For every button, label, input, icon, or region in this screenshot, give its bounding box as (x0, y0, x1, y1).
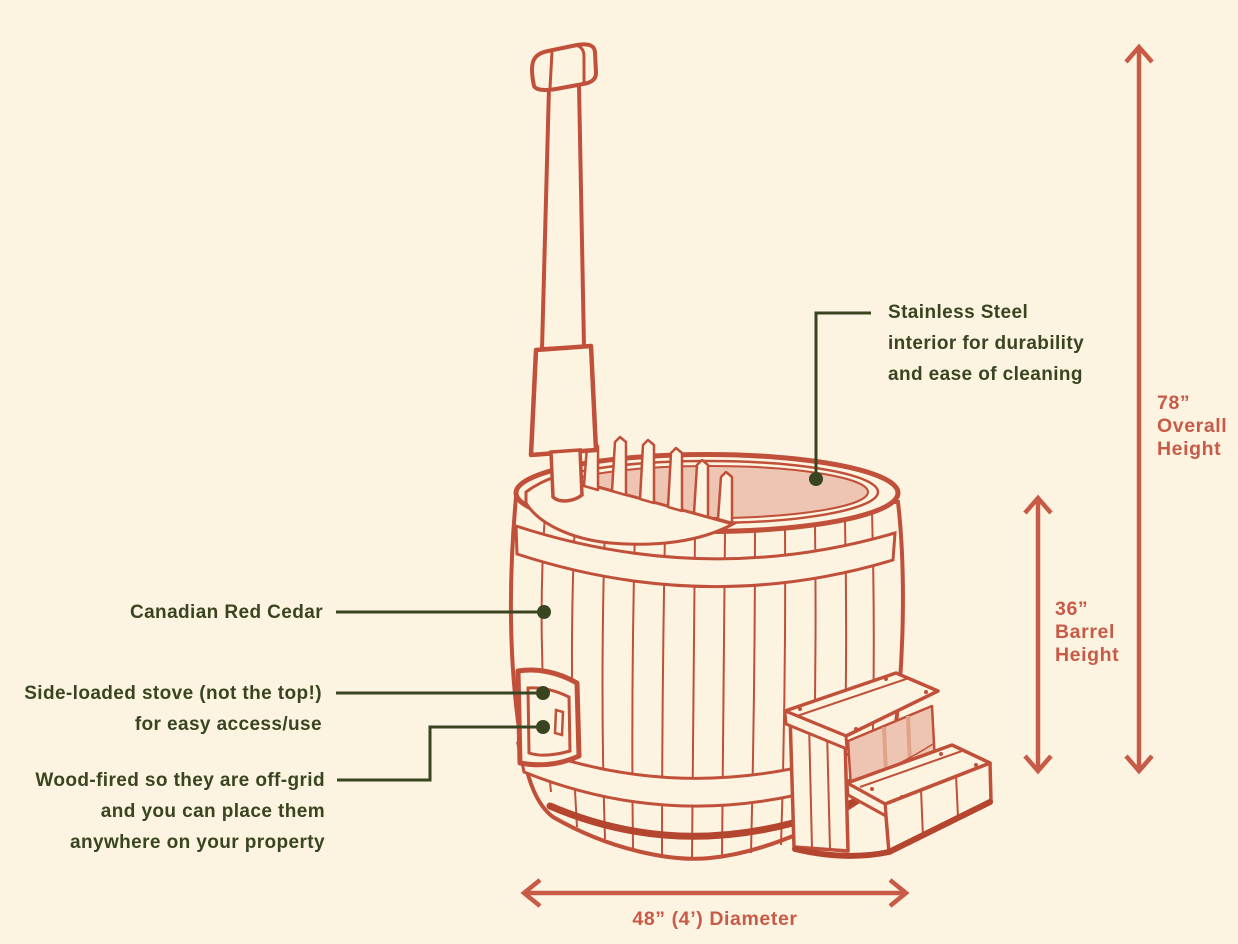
chimney-heat-shield (528, 343, 599, 458)
annotation-line: for easy access/use (134, 714, 322, 735)
annotation-line: Stainless Steel (888, 302, 1029, 323)
wood-fired-dot (536, 720, 550, 734)
chimney-pipe-lower (549, 448, 584, 503)
diameter-arrow (520, 878, 910, 908)
stainless-dot (809, 472, 823, 486)
tread-seam (796, 677, 910, 717)
dimension-diameter: 48” (4’) Diameter (515, 908, 915, 931)
tub-rim (513, 435, 901, 546)
stove-door-handle (553, 708, 565, 737)
barrel-height-arrow (1023, 494, 1053, 775)
annotation-cedar: Canadian Red Cedar (0, 597, 323, 628)
dimension-overall-height: 78” Overall Height (1157, 392, 1227, 461)
steps-ground-shadow (792, 799, 993, 859)
chimney (528, 42, 599, 503)
upper-hoop (514, 523, 897, 589)
riser-stripe (882, 726, 888, 775)
plank-line (826, 729, 831, 851)
cap-fold-right (577, 44, 586, 82)
plank-line (920, 788, 924, 839)
annotation-line: interior for durability (888, 333, 1085, 354)
leader-dots (536, 472, 823, 734)
annotation-line: anywhere on your property (70, 832, 325, 853)
dimension-line: Height (1157, 438, 1222, 460)
dimension-line: Height (1055, 644, 1120, 666)
dimension-line: 36” (1055, 598, 1089, 620)
dimension-barrel-height: 36” Barrel Height (1055, 598, 1119, 667)
chimney-rain-cap (529, 42, 598, 92)
annotation-line: and you can place them (100, 801, 325, 822)
annotation-line: Wood-fired so they are off-grid (35, 770, 325, 791)
stainless-leader-line (814, 311, 871, 472)
overall-height-arrow (1124, 43, 1154, 775)
wood-fired-leader-line (337, 725, 536, 782)
annotation-stainless-steel: Stainless Steel interior for durability … (888, 297, 1084, 390)
annotation-line: Canadian Red Cedar (129, 602, 323, 623)
dimension-line: Overall (1157, 415, 1228, 437)
screw-dots (798, 677, 978, 799)
dimension-arrows (520, 43, 1154, 908)
cedar-dot (537, 605, 551, 619)
annotation-line: and ease of cleaning (888, 364, 1083, 385)
dimension-line: Barrel (1055, 621, 1115, 643)
step-upper-edge (783, 709, 849, 751)
plank-line (808, 721, 813, 850)
leader-lines (336, 311, 871, 782)
annotation-wood-fired: Wood-fired so they are off-grid and you … (0, 765, 325, 858)
dimension-line: 48” (4’) Diameter (632, 908, 798, 930)
annotation-stove: Side-loaded stove (not the top!) for eas… (0, 678, 322, 740)
steps (783, 671, 993, 859)
plank-line (955, 774, 959, 818)
annotation-line: Side-loaded stove (not the top!) (24, 683, 322, 704)
step-lower-edge (845, 781, 888, 818)
stove-dot (536, 686, 550, 700)
tread-seam (859, 750, 963, 788)
cap-fold-left (548, 51, 554, 89)
dimension-line: 78” (1157, 392, 1191, 414)
